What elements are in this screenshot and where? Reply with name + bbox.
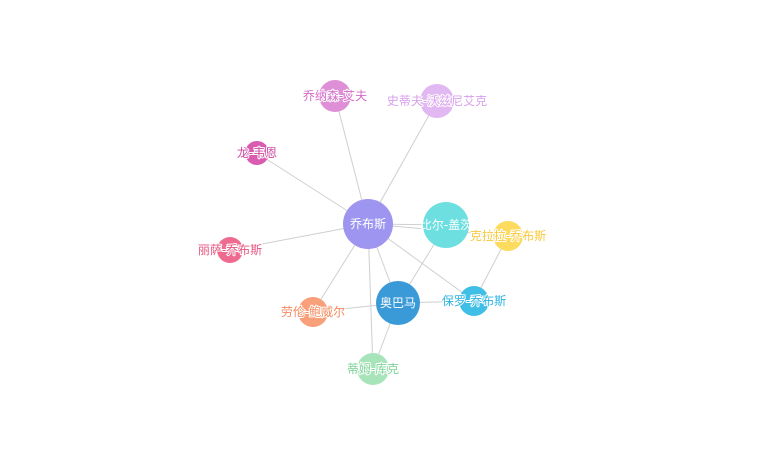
node-circle-cook[interactable] — [357, 353, 389, 385]
node-label-clara: 克拉拉-乔布斯 — [470, 228, 546, 243]
node-label-lisa: 丽萨-乔布斯 — [198, 243, 262, 257]
node-powell[interactable]: 劳伦-鲍威尔 — [280, 297, 346, 327]
node-wayne[interactable]: 龙-韦恩 — [236, 141, 278, 165]
node-label-ive: 乔纳森-艾夫 — [303, 88, 367, 103]
node-label-gates: 比尔-盖茨 — [420, 217, 472, 232]
node-circle-wayne[interactable] — [245, 141, 269, 165]
node-label-cook: 蒂姆-库克 — [347, 361, 399, 376]
node-label-powell: 劳伦-鲍威尔 — [281, 304, 345, 319]
node-gates[interactable]: 比尔-盖茨 — [420, 202, 472, 248]
node-ive[interactable]: 乔纳森-艾夫 — [302, 80, 368, 112]
node-circle-clara[interactable] — [493, 221, 523, 251]
node-label-obama: 奥巴马 — [380, 296, 416, 310]
node-cook[interactable]: 蒂姆-库克 — [346, 353, 400, 385]
node-circle-ive[interactable] — [319, 80, 351, 112]
node-circle-paul[interactable] — [459, 286, 489, 316]
node-label-jobs: 乔布斯 — [350, 217, 386, 231]
node-circle-gates[interactable] — [423, 202, 469, 248]
node-circle-obama[interactable] — [376, 281, 420, 325]
node-clara[interactable]: 克拉拉-乔布斯 — [469, 221, 547, 251]
node-obama[interactable]: 奥巴马 — [376, 281, 420, 325]
node-jobs[interactable]: 乔布斯 — [343, 199, 393, 249]
node-lisa[interactable]: 丽萨-乔布斯 — [197, 237, 263, 263]
node-wozniak[interactable]: 史蒂夫-沃兹尼艾克 — [386, 84, 488, 118]
node-label-wayne: 龙-韦恩 — [237, 146, 277, 160]
node-circle-wozniak[interactable] — [420, 84, 454, 118]
node-label-wozniak: 史蒂夫-沃兹尼艾克 — [387, 94, 487, 108]
node-circle-jobs[interactable] — [343, 199, 393, 249]
node-label-paul: 保罗-乔布斯 — [442, 294, 506, 308]
node-paul[interactable]: 保罗-乔布斯 — [441, 286, 507, 316]
node-circle-powell[interactable] — [298, 297, 328, 327]
node-circle-lisa[interactable] — [217, 237, 243, 263]
